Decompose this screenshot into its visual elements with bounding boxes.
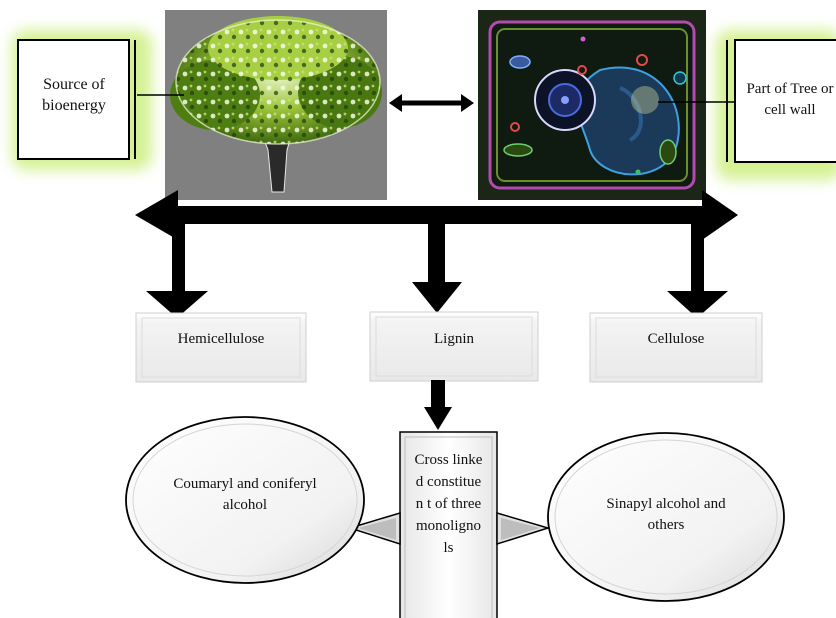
box-cellulose	[589, 312, 763, 383]
center-column-text: Cross linked constituen t of three monol…	[414, 452, 483, 556]
source-box	[17, 39, 136, 160]
left-ellipse	[125, 416, 401, 584]
plant-cell-image	[478, 10, 706, 200]
down-arrow-hemicellulose	[146, 222, 208, 318]
right-ellipse-text: Sinapyl alcohol and others	[606, 496, 726, 533]
tree-image	[165, 10, 387, 200]
box-lignin	[369, 311, 539, 382]
down-arrow-lignin-detail	[424, 380, 452, 430]
part-label: Part of Tree or cell wall	[746, 81, 834, 118]
hemicellulose-label: Hemicellulose	[177, 331, 265, 347]
horizontal-double-arrow	[135, 190, 738, 240]
right-ellipse	[496, 432, 785, 602]
cellulose-label: Cellulose	[647, 331, 705, 347]
part-box	[726, 39, 836, 163]
double-arrow	[389, 94, 474, 112]
box-hemicellulose	[135, 312, 307, 383]
down-arrow-lignin	[412, 222, 462, 313]
left-ellipse-text: Coumaryl and coniferyl alcohol	[173, 476, 317, 513]
lignin-label: Lignin	[434, 331, 474, 347]
down-arrow-cellulose	[667, 222, 728, 318]
source-label: Source of bioenergy	[42, 76, 106, 114]
center-column	[399, 431, 498, 618]
